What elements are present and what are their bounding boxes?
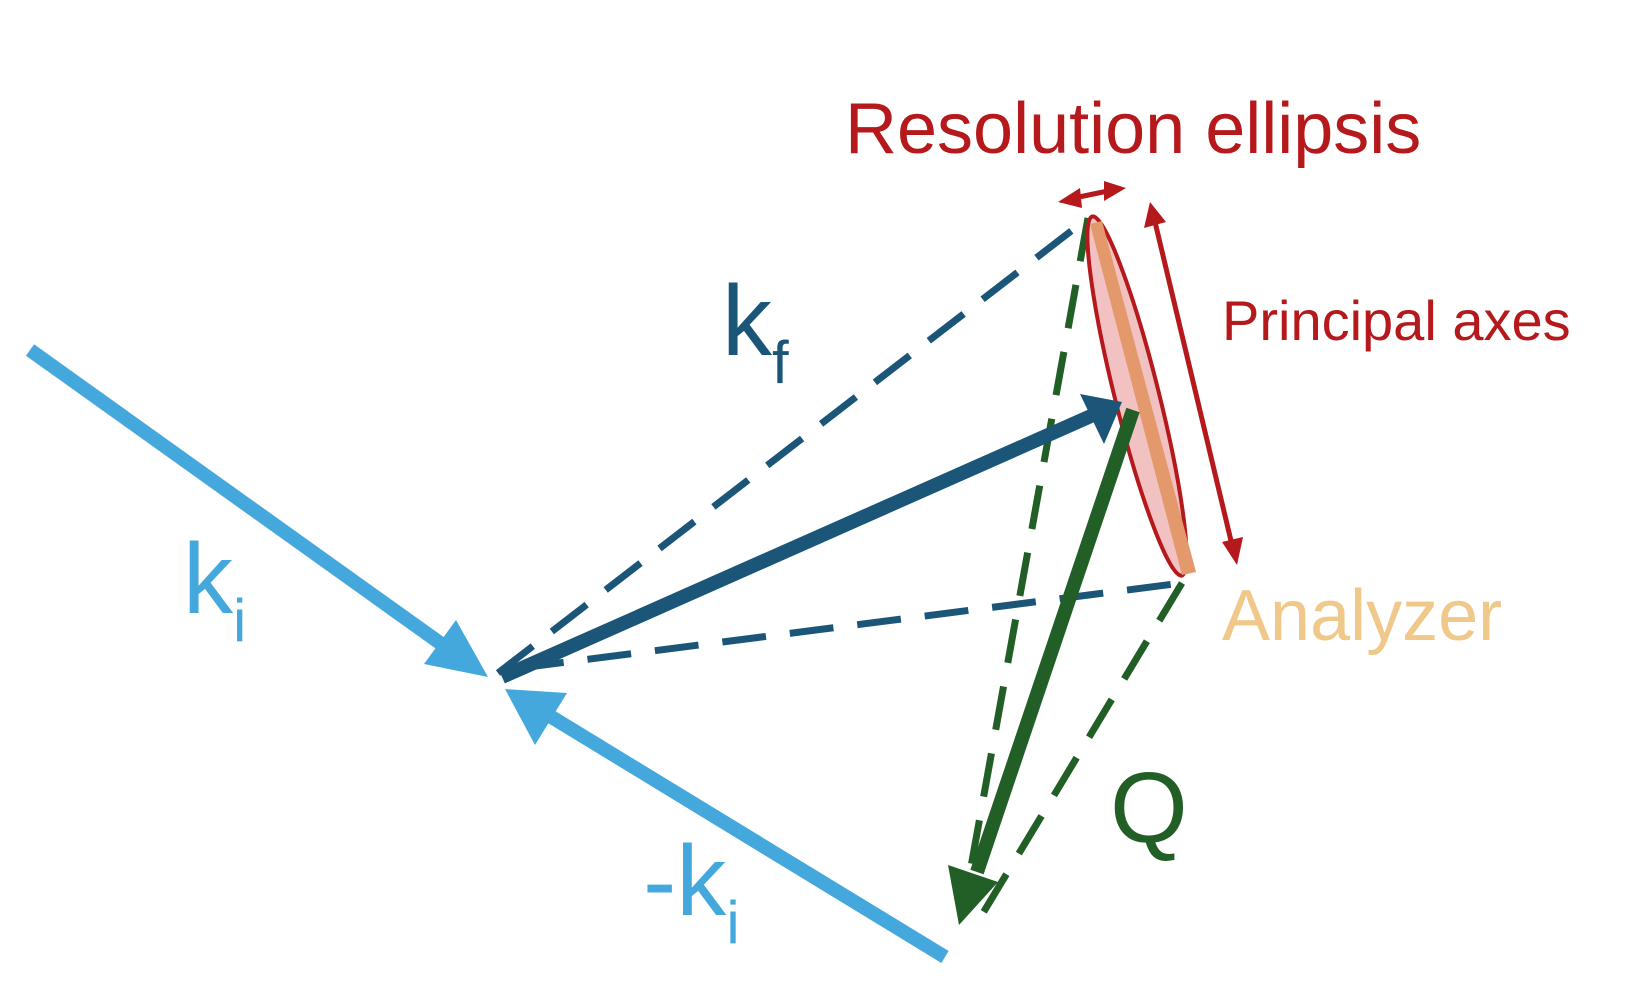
- k-f-label-sub: f: [772, 329, 789, 396]
- minus-k-i-label-sub: i: [726, 889, 739, 956]
- principal-axes-label: Principal axes: [1222, 289, 1571, 352]
- k-f-label-main: k: [722, 265, 773, 377]
- principal-axes-arrows: [1058, 181, 1243, 565]
- q-dashed-lines: [961, 217, 1185, 920]
- q-vector: [948, 407, 1140, 925]
- k-i-incoming-vector: [25, 344, 488, 677]
- k-f-dashed-lines: [495, 215, 1183, 676]
- k-i-label-main: k: [183, 523, 234, 635]
- k-f-label: kf: [722, 265, 789, 396]
- minus-k-i-label: -ki: [643, 825, 740, 956]
- k-f-vector: [499, 394, 1122, 684]
- k-i-label: ki: [183, 523, 246, 654]
- minus-k-i-label-main: -k: [643, 825, 727, 937]
- analyzer-label: Analyzer: [1222, 576, 1502, 656]
- minus-k-i-vector: [505, 689, 949, 963]
- resolution-ellipsis-label: Resolution ellipsis: [845, 89, 1421, 169]
- analyzer-crystal: [1090, 221, 1196, 575]
- q-label: Q: [1110, 752, 1188, 864]
- k-i-label-sub: i: [233, 587, 246, 654]
